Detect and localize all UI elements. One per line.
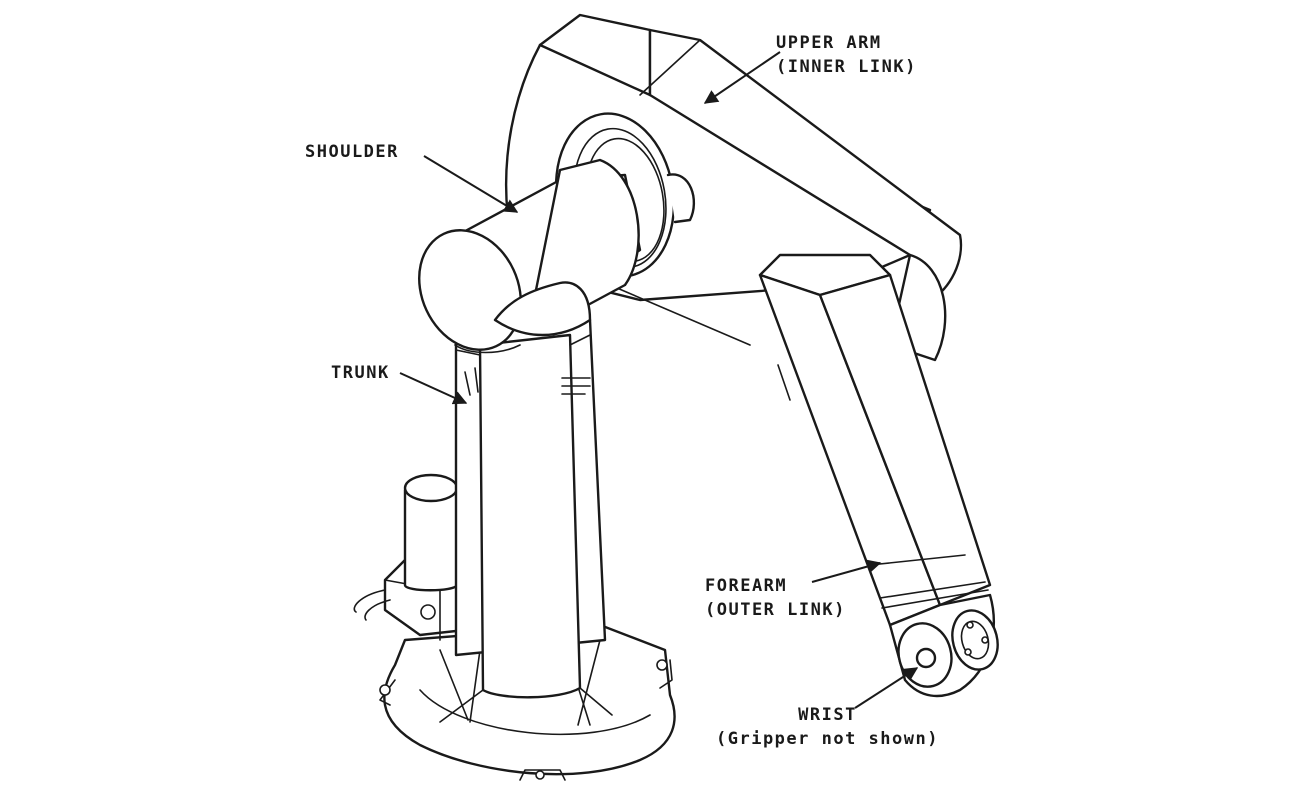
forearm [758, 253, 992, 627]
label-wrist-line1: WRIST [798, 705, 857, 725]
label-upper-arm-line1: UPPER ARM [776, 33, 882, 53]
leader-lines [399, 51, 919, 709]
label-forearm-line1: FOREARM [705, 576, 788, 596]
label-wrist: WRIST (Gripper not shown) [716, 703, 939, 751]
label-upper-arm-line2: (INNER LINK) [776, 57, 917, 77]
shoulder [418, 112, 695, 354]
motor-housing [353, 473, 472, 641]
leader-shoulder [423, 155, 519, 213]
label-forearm-line2: (OUTER LINK) [705, 600, 846, 620]
label-trunk-line1: TRUNK [331, 363, 390, 383]
leader-trunk [399, 372, 468, 405]
label-forearm: FOREARM (OUTER LINK) [705, 574, 846, 622]
label-shoulder-line1: SHOULDER [305, 142, 399, 162]
label-upper-arm: UPPER ARM (INNER LINK) [776, 31, 917, 79]
label-wrist-line2: (Gripper not shown) [716, 729, 939, 749]
label-shoulder: SHOULDER [305, 140, 399, 164]
trunk [439, 318, 613, 723]
leader-forearm [811, 559, 882, 583]
base [379, 623, 676, 781]
leader-wrist [854, 667, 919, 709]
label-trunk: TRUNK [331, 361, 390, 385]
leader-upper-arm [703, 51, 781, 104]
